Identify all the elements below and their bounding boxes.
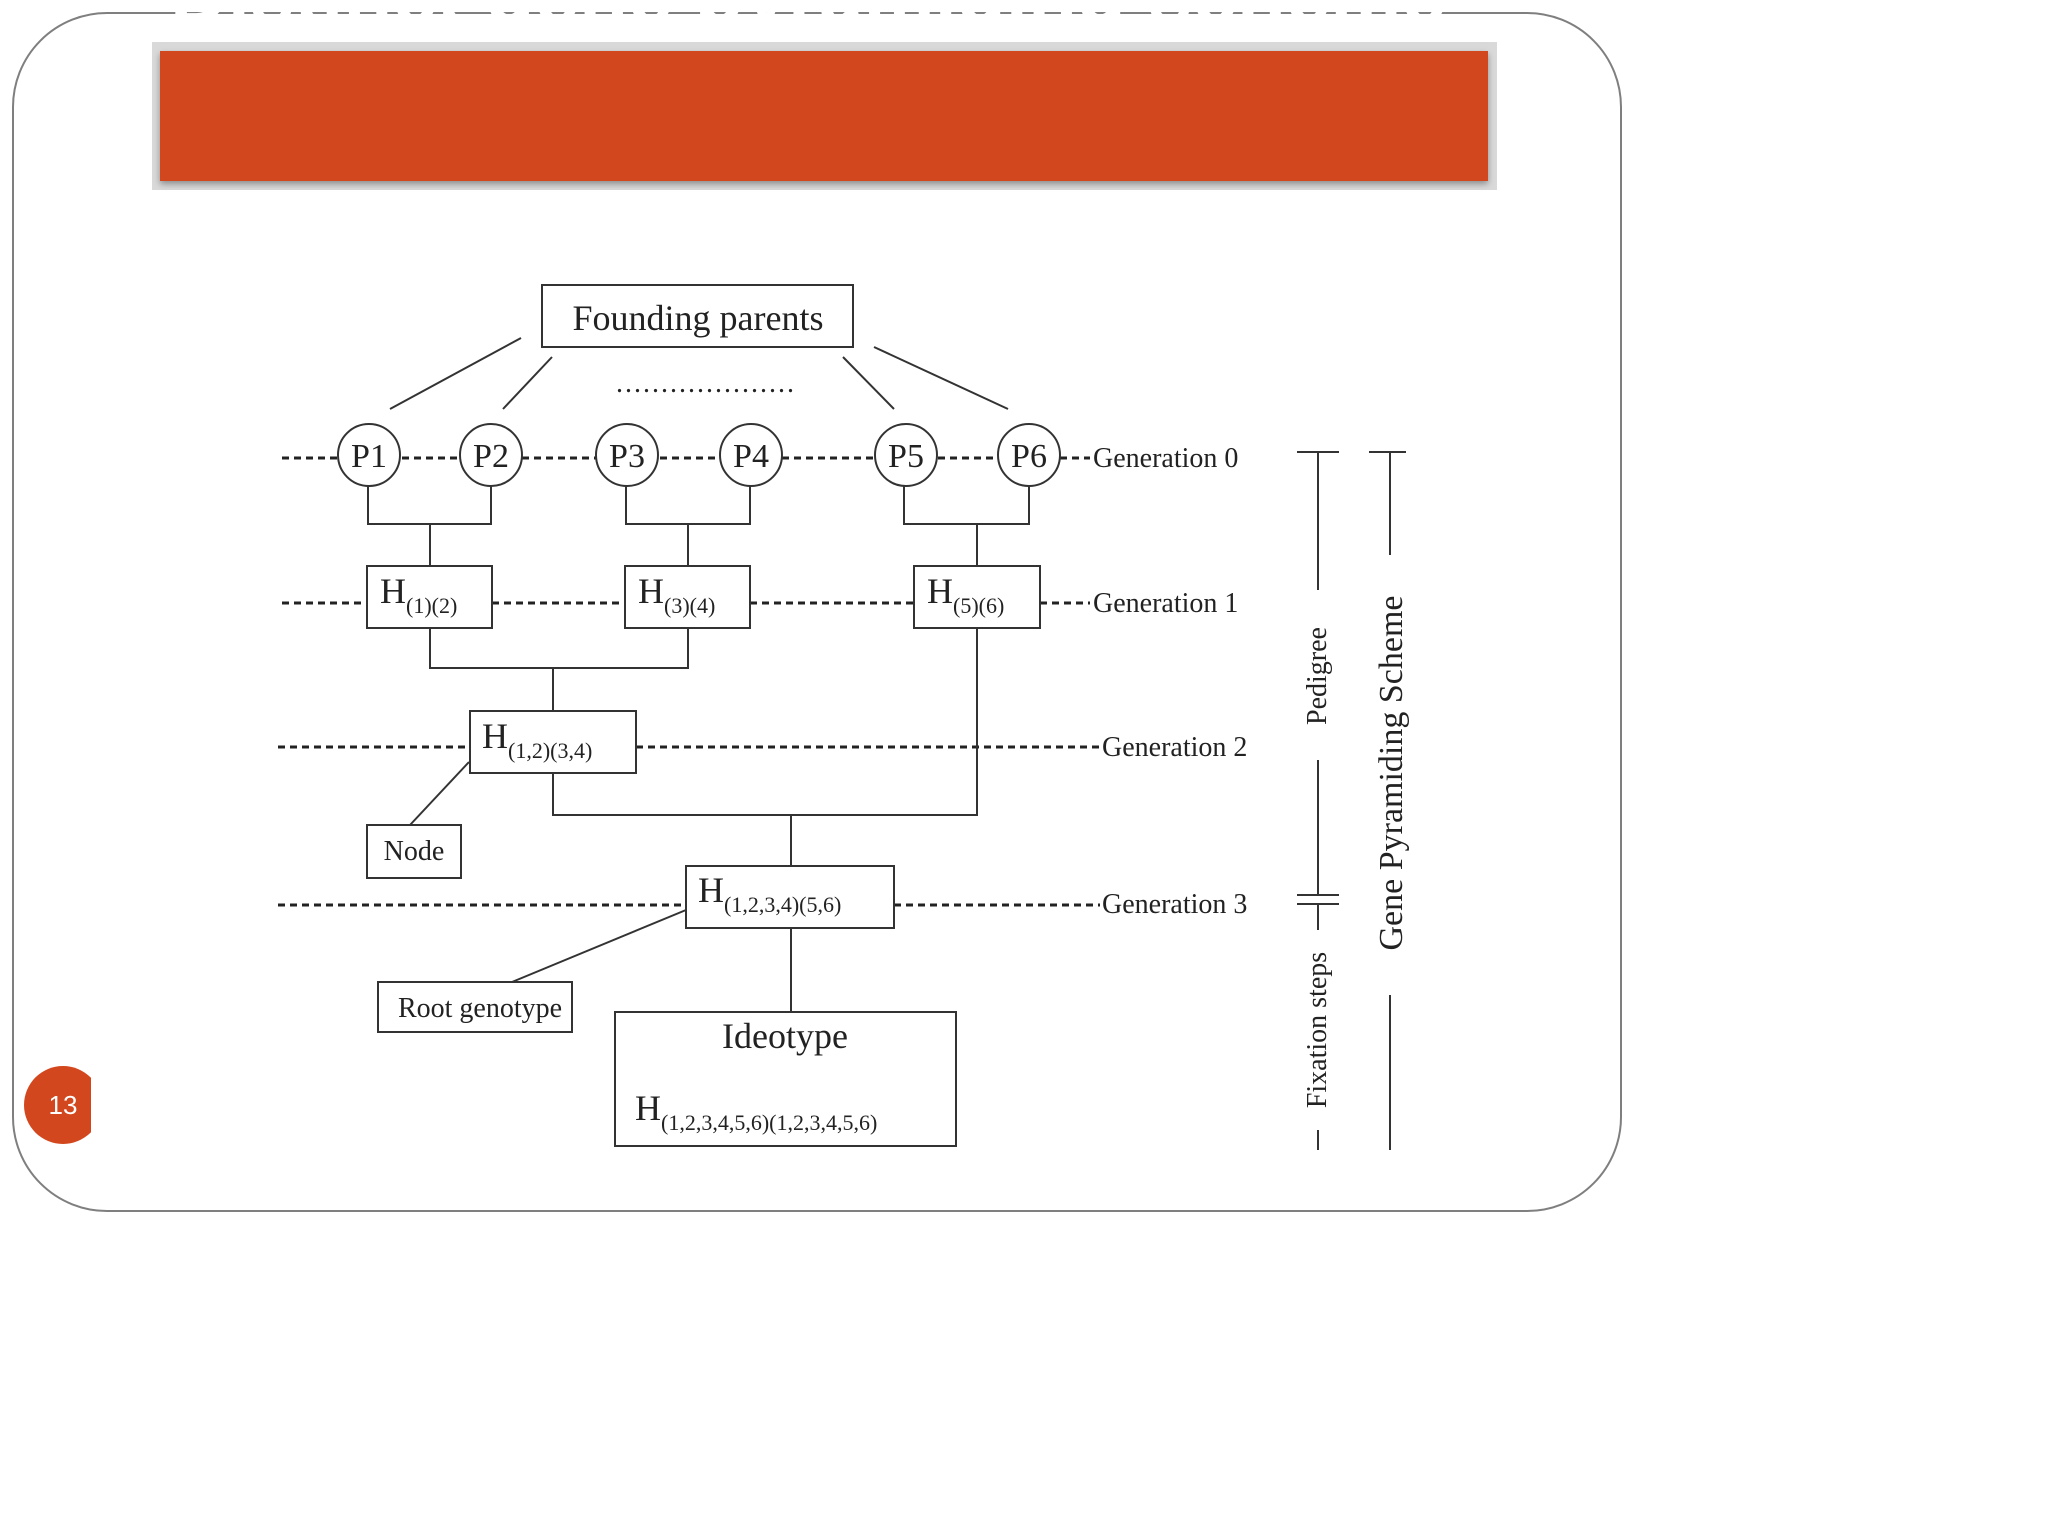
parent-p3-circle xyxy=(595,423,659,487)
parent-p6-circle xyxy=(997,423,1061,487)
hybrid-h12-label: H(1)(2) xyxy=(380,571,457,618)
page-number-mask xyxy=(91,1060,121,1150)
parents-ellipsis: .................... xyxy=(616,368,796,399)
node-box xyxy=(366,824,462,879)
generation-label: Generation 0 xyxy=(1093,443,1238,474)
parent-label: P2 xyxy=(473,438,509,475)
fixation-steps-label: Fixation steps xyxy=(1302,952,1333,1108)
hybrid-h56-label: H(5)(6) xyxy=(927,571,1004,618)
founding-parents-box xyxy=(541,284,854,348)
hybrid-h123456-label: H(1,2,3,4)(5,6) xyxy=(698,870,841,917)
page-number-badge: 13 xyxy=(24,1066,102,1144)
gene-pyramiding-scheme-label: Gene Pyramiding Scheme xyxy=(1373,595,1410,950)
ideotype-box xyxy=(614,1011,957,1147)
slide-title: Distinct gene pyramiding scheme xyxy=(170,0,1470,43)
node-label: Node xyxy=(384,836,445,867)
gene-pyramiding-bracket xyxy=(1369,451,1406,1150)
pedigree-label: Pedigree xyxy=(1302,627,1333,725)
parent-label: P6 xyxy=(1011,438,1047,475)
hybrid-h1234-box xyxy=(469,710,637,774)
ideotype-genotype-label: H(1,2,3,4,5,6)(1,2,3,4,5,6) xyxy=(635,1088,877,1135)
root-genotype-box xyxy=(377,981,573,1033)
pedigree-connectors xyxy=(367,483,1030,1012)
title-clip: Distinct gene pyramiding scheme xyxy=(170,0,1490,181)
ideotype-title: Ideotype xyxy=(722,1016,848,1056)
parent-label: P3 xyxy=(609,438,645,475)
generation-dashed-lines xyxy=(278,456,1100,907)
gene-pyramiding-diagram: Founding parents .................... xyxy=(278,284,1410,1150)
founding-parents-label: Founding parents xyxy=(573,298,824,338)
parent-p5-circle xyxy=(874,423,938,487)
founding-connectors xyxy=(389,337,1009,410)
parent-p2-circle xyxy=(459,423,523,487)
generation-label: Generation 2 xyxy=(1102,732,1247,763)
title-bar xyxy=(160,51,1488,181)
generation-labels: Generation 0 Generation 1 Generation 2 G… xyxy=(1093,443,1247,920)
parent-circles xyxy=(337,423,1061,487)
parent-label: P4 xyxy=(733,438,769,475)
hybrid-h12-box xyxy=(366,565,493,629)
hybrid-h56-box xyxy=(913,565,1041,629)
hybrid-h1234-label: H(1,2)(3,4) xyxy=(482,716,592,763)
generation-label: Generation 3 xyxy=(1102,889,1247,920)
pedigree-bracket xyxy=(1297,451,1339,1150)
parent-label: P1 xyxy=(351,438,387,475)
parent-labels: P1 P2 P3 P4 P5 P6 xyxy=(351,438,1047,475)
hybrid-h123456-box xyxy=(685,865,895,929)
hybrid-h34-box xyxy=(624,565,751,629)
parent-label: P5 xyxy=(888,438,924,475)
parent-p4-circle xyxy=(719,423,783,487)
root-genotype-label: Root genotype xyxy=(398,993,562,1024)
generation-label: Generation 1 xyxy=(1093,588,1238,619)
hybrid-h34-label: H(3)(4) xyxy=(638,571,715,618)
parent-p1-circle xyxy=(337,423,401,487)
